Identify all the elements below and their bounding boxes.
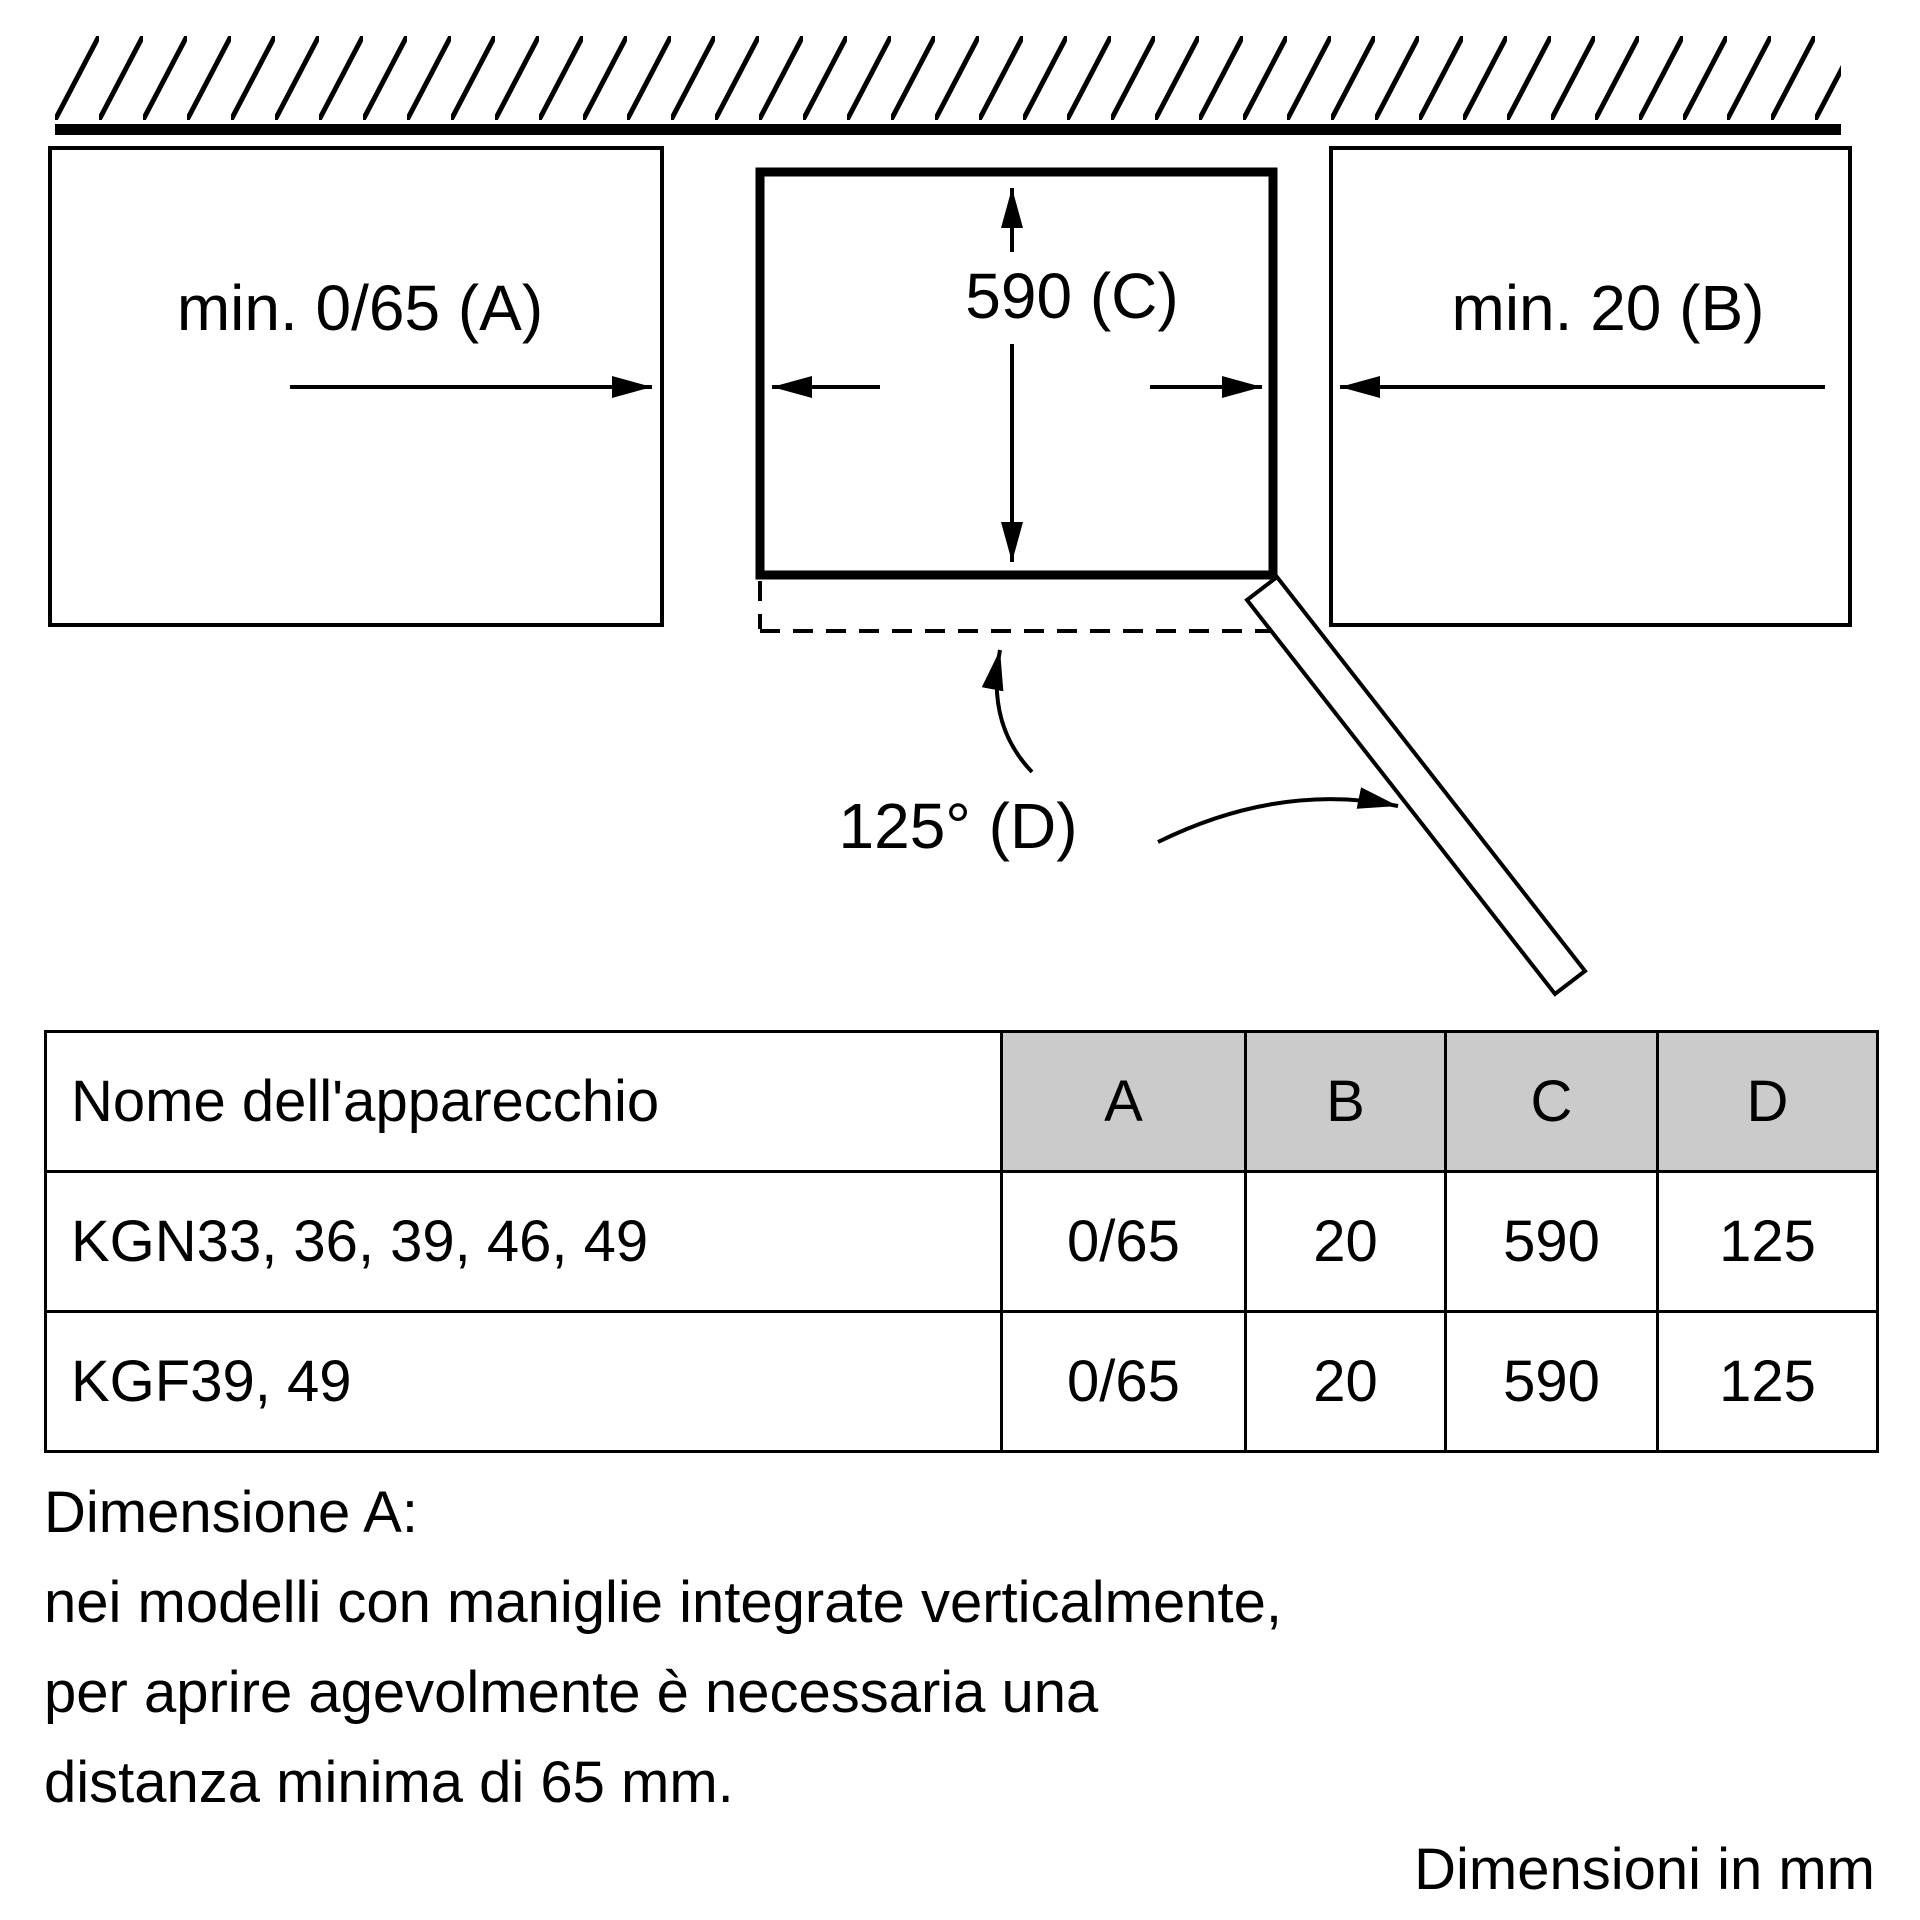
col-header-appliance-name: Nome dell'apparecchio [44, 1030, 1003, 1173]
dimensions-table: Nome dell'apparecchio A B C D KGN33, 36,… [44, 1030, 1879, 1453]
value-a-cell: 0/65 [1000, 1170, 1247, 1313]
left-cabinet-outline [48, 146, 664, 627]
dimension-a-note: Dimensione A: nei modelli con maniglie i… [44, 1468, 1282, 1828]
dimension-d-label: 125° (D) [839, 790, 1078, 862]
appliance-name-cell: KGN33, 36, 39, 46, 49 [44, 1170, 1003, 1313]
wall-hatching [55, 36, 1841, 120]
col-header-a: A [1000, 1030, 1247, 1173]
value-d-cell: 125 [1656, 1170, 1879, 1313]
note-line: distanza minima di 65 mm. [44, 1749, 734, 1815]
col-header-b: B [1244, 1030, 1447, 1173]
value-b-cell: 20 [1244, 1170, 1447, 1313]
value-a-cell: 0/65 [1000, 1310, 1247, 1453]
note-line: per aprire agevolmente è necessaria una [44, 1659, 1099, 1725]
note-line: nei modelli con maniglie integrate verti… [44, 1569, 1282, 1635]
units-note: Dimensioni in mm [1414, 1837, 1875, 1902]
value-d-cell: 125 [1656, 1310, 1879, 1453]
value-c-cell: 590 [1444, 1310, 1659, 1453]
col-header-c: C [1444, 1030, 1659, 1173]
table-header-row: Nome dell'apparecchio A B C D [44, 1030, 1879, 1173]
wall-line [55, 124, 1841, 135]
dimension-c-label: 590 (C) [965, 260, 1178, 332]
table-row: KGN33, 36, 39, 46, 49 0/65 20 590 125 [44, 1170, 1879, 1313]
right-cabinet-outline [1329, 146, 1852, 627]
note-line: Dimensione A: [44, 1480, 418, 1545]
value-b-cell: 20 [1244, 1310, 1447, 1453]
col-header-d: D [1656, 1030, 1879, 1173]
door-swing-arrow-open [1157, 787, 1399, 844]
value-c-cell: 590 [1444, 1170, 1659, 1313]
dimension-a-label: min. 0/65 (A) [177, 272, 543, 344]
table-row: KGF39, 49 0/65 20 590 125 [44, 1310, 1879, 1453]
dimension-b-label: min. 20 (B) [1452, 272, 1765, 344]
door-open-panel [1244, 574, 1588, 997]
appliance-outline [755, 167, 1278, 580]
appliance-name-cell: KGF39, 49 [44, 1310, 1003, 1453]
dimension-diagram: min. 0/65 (A) min. 20 (B) 590 (C) 125° (… [48, 36, 1852, 997]
door-swing-arrow-closed [981, 649, 1034, 774]
